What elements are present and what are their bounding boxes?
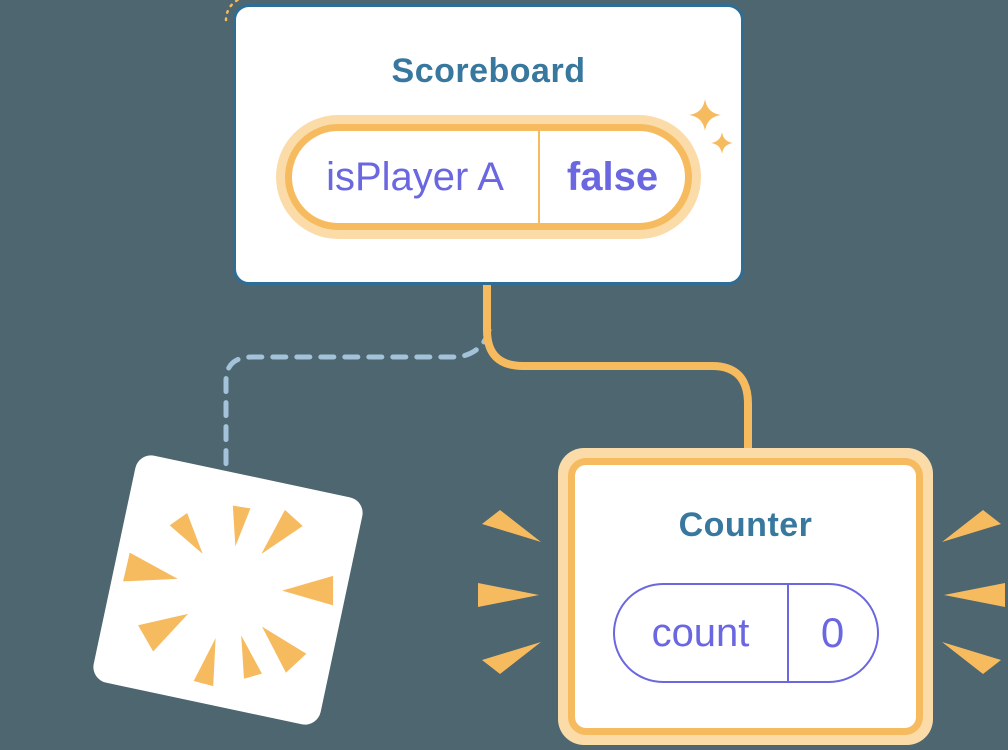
counter-card-inner: Counter count 0 <box>568 458 923 735</box>
counter-state-value: 0 <box>820 609 845 656</box>
connector-solid-to-counter <box>483 281 752 452</box>
counter-card: Counter count 0 <box>558 448 933 745</box>
burst-icon <box>122 505 333 686</box>
counter-state-name: count <box>615 585 789 681</box>
destroyed-card <box>90 452 366 728</box>
connector-dashed-to-destroyed <box>223 327 492 469</box>
scoreboard-state-value: false <box>566 154 659 199</box>
scoreboard-title: Scoreboard <box>391 52 586 90</box>
scoreboard-card: Scoreboard isPlayer A false <box>233 4 744 285</box>
emphasis-left-icon <box>478 510 541 674</box>
sparkle-icon <box>689 99 733 154</box>
emphasis-right-icon <box>942 510 1005 674</box>
counter-title: Counter <box>678 506 813 544</box>
scoreboard-state-name: isPlayer A <box>292 131 540 223</box>
scoreboard-state-pill-inner: isPlayer A false <box>285 124 692 230</box>
counter-state-pill: count 0 <box>612 583 879 683</box>
scoreboard-state-pill: isPlayer A false <box>276 99 733 239</box>
